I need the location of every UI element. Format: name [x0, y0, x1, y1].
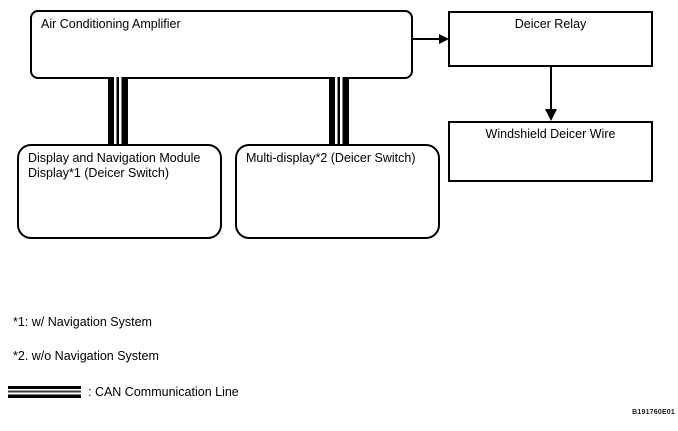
arrow-amplifier-to-relay-line: [413, 38, 441, 40]
arrow-down-icon: [545, 109, 557, 121]
arrow-right-icon: [439, 33, 449, 44]
box-deicer-relay-label: Deicer Relay: [514, 17, 587, 31]
box-windshield-deicer-wire-label: Windshield Deicer Wire: [485, 127, 616, 141]
box-deicer-relay: Deicer Relay: [448, 11, 653, 67]
box-air-conditioning-amplifier-label: Air Conditioning Amplifier: [41, 17, 181, 31]
can-legend-label: : CAN Communication Line: [88, 385, 239, 399]
can-line-right: [329, 77, 349, 145]
arrow-relay-to-wire-line: [550, 67, 552, 110]
box-windshield-deicer-wire: Windshield Deicer Wire: [448, 121, 653, 182]
box-multi-display-label: Multi-display*2 (Deicer Switch): [246, 151, 416, 165]
box-display-nav-module-label-line1: Display and Navigation Module: [28, 151, 201, 165]
can-communication-line-symbol-icon: [8, 386, 81, 398]
box-multi-display: Multi-display*2 (Deicer Switch): [235, 144, 440, 239]
can-line-left: [108, 77, 128, 145]
box-display-nav-module-label-line2: Display*1 (Deicer Switch): [28, 166, 170, 180]
reference-code: B191760E01: [632, 409, 675, 416]
box-display-nav-module: Display and Navigation Module Display*1 …: [17, 144, 222, 239]
box-air-conditioning-amplifier: Air Conditioning Amplifier: [30, 10, 413, 79]
footnote-2: *2. w/o Navigation System: [13, 349, 159, 363]
footnote-1: *1: w/ Navigation System: [13, 315, 152, 329]
